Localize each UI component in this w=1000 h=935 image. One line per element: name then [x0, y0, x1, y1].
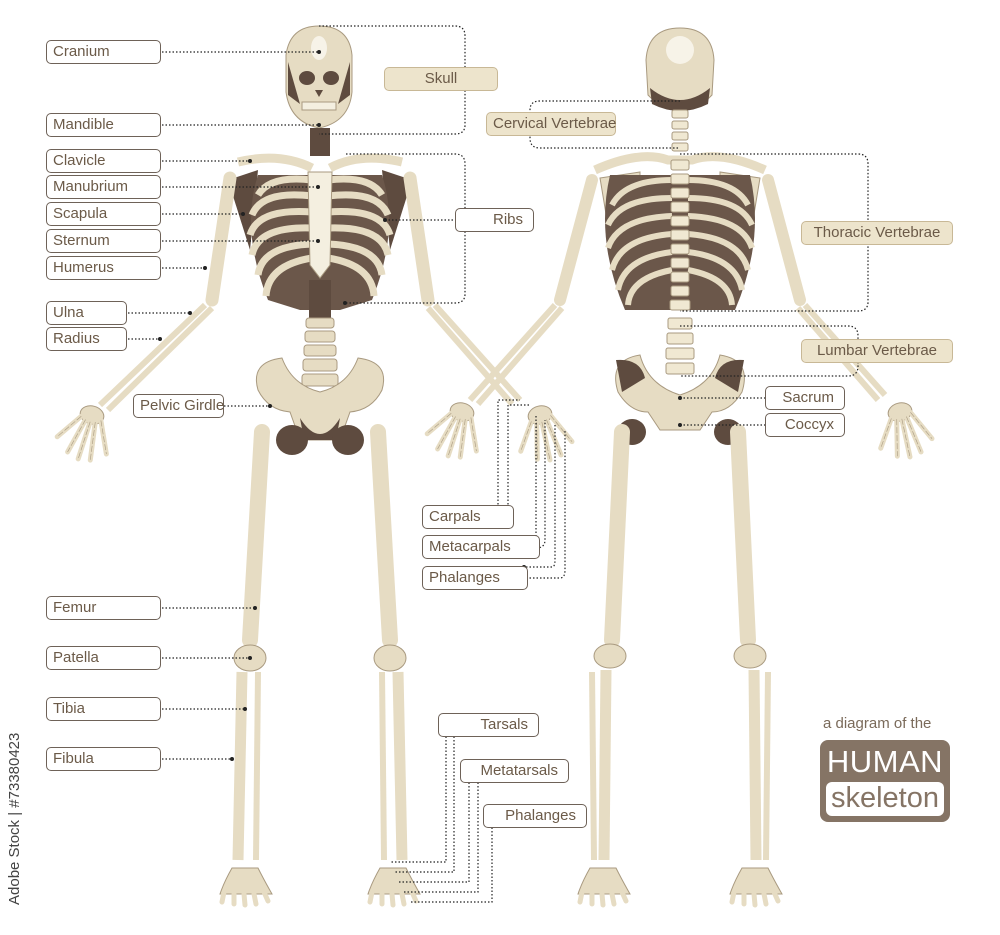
label-femur: Femur: [46, 596, 161, 620]
label-skull: Skull: [384, 67, 498, 91]
title-main: HUMAN: [826, 744, 944, 779]
stock-credit: Adobe Stock | #73380423: [6, 732, 23, 905]
label-manubrium: Manubrium: [46, 175, 161, 199]
label-cranium: Cranium: [46, 40, 161, 64]
label-clavicle: Clavicle: [46, 149, 161, 173]
label-cervical-vertebrae: Cervical Vertebrae: [486, 112, 616, 136]
label-mandible: Mandible: [46, 113, 161, 137]
label-foot-phalanges: Phalanges: [483, 804, 587, 828]
label-lumbar-vertebrae: Lumbar Vertebrae: [801, 339, 953, 363]
label-ulna: Ulna: [46, 301, 127, 325]
back-skeleton: [423, 27, 935, 905]
label-metatarsals: Metatarsals: [460, 759, 569, 783]
label-pelvic-girdle: Pelvic Girdle: [133, 394, 224, 418]
front-skeleton: [53, 25, 575, 905]
label-thoracic-vertebrae: Thoracic Vertebrae: [801, 221, 953, 245]
label-tarsals: Tarsals: [438, 713, 539, 737]
label-carpals: Carpals: [422, 505, 514, 529]
label-patella: Patella: [46, 646, 161, 670]
label-humerus: Humerus: [46, 256, 161, 280]
label-fibula: Fibula: [46, 747, 161, 771]
label-radius: Radius: [46, 327, 127, 351]
title-prefix: a diagram of the: [823, 715, 932, 732]
label-tibia: Tibia: [46, 697, 161, 721]
label-sacrum: Sacrum: [765, 386, 845, 410]
title-badge: HUMAN skeleton: [820, 740, 950, 822]
title-sub: skeleton: [826, 782, 944, 816]
label-sternum: Sternum: [46, 229, 161, 253]
label-ribs: Ribs: [455, 208, 534, 232]
label-coccyx: Coccyx: [765, 413, 845, 437]
label-scapula: Scapula: [46, 202, 161, 226]
label-hand-phalanges: Phalanges: [422, 566, 528, 590]
label-metacarpals: Metacarpals: [422, 535, 540, 559]
